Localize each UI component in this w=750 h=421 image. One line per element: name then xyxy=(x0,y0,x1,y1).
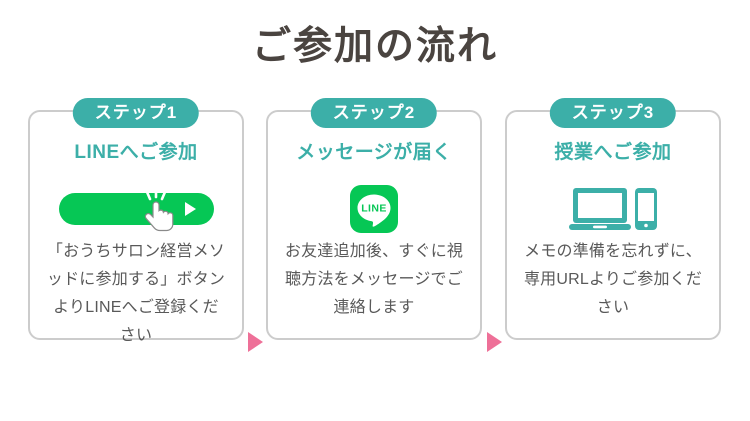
step-heading-3: 授業へご参加 xyxy=(554,142,672,163)
step-card-3: ステップ3 授業へご参加 xyxy=(505,98,721,340)
line-app-icon: LINE xyxy=(350,185,398,233)
smartphone-icon xyxy=(635,188,657,230)
step-heading-2: メッセージが届く xyxy=(296,142,452,163)
step-body-2: お友達追加後、すぐに視聴方法をメッセージでご連絡します xyxy=(284,243,464,316)
laptop-smartphone-icons xyxy=(569,188,657,230)
arrow-step1-to-step2-icon xyxy=(248,332,263,352)
line-join-button[interactable] xyxy=(58,189,214,232)
laptop-icon xyxy=(569,188,631,230)
play-triangle-icon xyxy=(184,202,196,216)
step-heading-1: LINEへご参加 xyxy=(74,142,198,163)
line-wordmark: LINE xyxy=(361,202,387,214)
step-visual-3 xyxy=(507,180,719,238)
step-visual-1 xyxy=(30,180,242,238)
hand-cursor-icon xyxy=(144,189,173,232)
step-badge-2: ステップ2 xyxy=(310,98,438,129)
step-badge-1: ステップ1 xyxy=(72,98,200,129)
steps-row: ステップ1 LINEへご参加 xyxy=(0,98,750,352)
arrow-step2-to-step3-icon xyxy=(487,332,502,352)
page-title: ご参加の流れ xyxy=(251,25,498,68)
step-card-1: ステップ1 LINEへご参加 xyxy=(28,98,244,344)
step-card-2: ステップ2 メッセージが届く LINE お友達追加後、すぐに視聴方法をメッセージ… xyxy=(266,98,482,340)
step-badge-3: ステップ3 xyxy=(549,98,677,129)
step-visual-2: LINE xyxy=(268,180,480,238)
step-body-1: 「おうちサロン経営メソッドに参加する」ボタンよりLINEへご登録ください xyxy=(46,243,226,344)
step-body-3: メモの準備を忘れずに、専用URLよりご参加ください xyxy=(523,243,703,316)
